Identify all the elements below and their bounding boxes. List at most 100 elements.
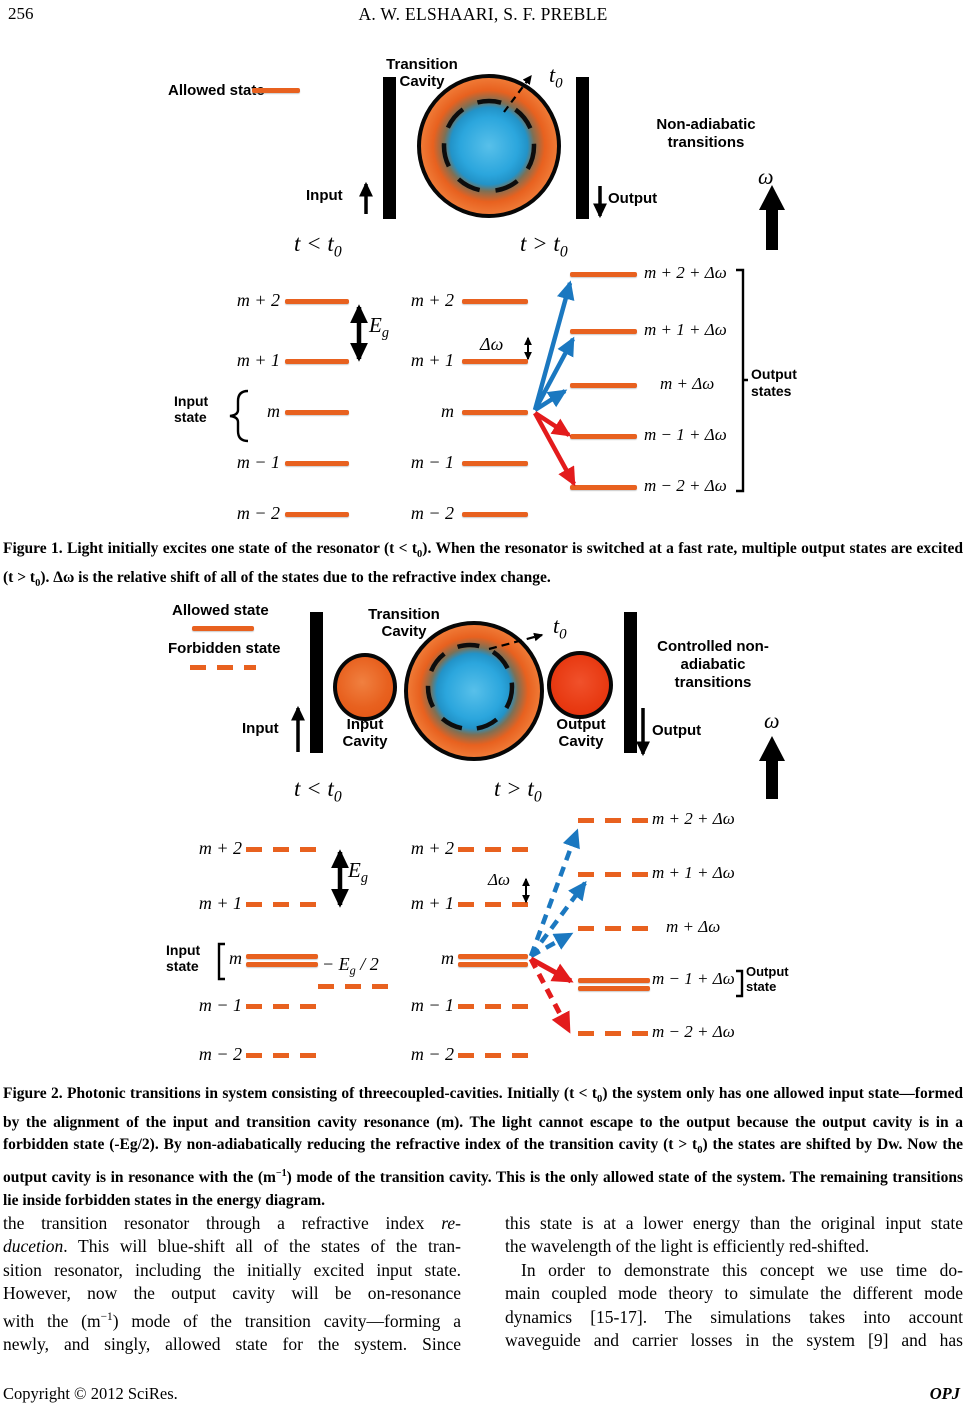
body-line: In order to demonstrate this concept we …: [521, 1259, 963, 1280]
fig2-output-level-label: m + Δω: [666, 917, 721, 936]
fig2-mid-level-label: m − 2: [410, 1044, 454, 1064]
fig1-mid-level-label: m: [441, 401, 454, 421]
fig2-omega-axis-arrow: [759, 736, 785, 799]
fig2-left-level-label: m + 1: [198, 893, 242, 913]
fig2-mid-level-label: m + 2: [410, 838, 454, 858]
fig1-left-level-line: [285, 410, 349, 415]
fig2-left-input-state-line: [246, 962, 318, 967]
body-line: main coupled mode theory to simulate the…: [505, 1283, 963, 1304]
fig2-output-state-bracket: [736, 969, 744, 998]
fig1-output-states-bracket: [736, 268, 748, 493]
fig1-output-waveguide: [576, 77, 589, 219]
fig1-output-level-line: [570, 272, 637, 277]
fig1-input-waveguide: [383, 77, 396, 219]
body-line: sition resonator, including the initiall…: [3, 1259, 461, 1280]
fig1-eg-label: Eg: [369, 313, 389, 342]
fig1-mid-level-line: [462, 512, 528, 517]
fig2-mid-level-label: m − 1: [410, 995, 454, 1015]
body-line: newly, and singly, allowed state for the…: [3, 1333, 461, 1354]
body-line: with the (m−1) mode of the transition ca…: [3, 1310, 461, 1331]
fig1-left-level-label: m + 2: [236, 290, 280, 310]
fig1-mid-level-label: m + 1: [410, 350, 454, 370]
fig1-mid-level-line: [462, 299, 528, 304]
body-line: the wavelength of the light is efficient…: [505, 1236, 870, 1257]
fig1-caption: Figure 1. Light initially excites one st…: [3, 540, 963, 589]
fig1-mid-level-label: m − 2: [410, 503, 454, 523]
fig2-output-state-line: [578, 986, 650, 991]
fig2-mid-input-state-line: [458, 962, 528, 967]
fig1-output-level-line: [570, 485, 637, 490]
fig1-output-label: Output: [608, 190, 658, 207]
fig1-left-level-line: [285, 299, 349, 304]
fig2-output-state-line: [578, 978, 650, 983]
fig1-t-before-label: t < t0: [294, 231, 342, 261]
body-line: this state is at a lower energy than the…: [505, 1213, 963, 1233]
fig2-output-level-line: [578, 872, 648, 877]
fig2-minus-eg-label: − Eg / 2: [322, 954, 379, 978]
fig2-input-waveguide: [310, 612, 323, 753]
fig1-mid-level-line: [462, 410, 528, 415]
fig1-left-level-label: m: [267, 401, 280, 421]
fig2-transition-cavity-label: Transition Cavity: [368, 606, 440, 640]
fig1-left-level-line: [285, 359, 349, 364]
fig1-t0-label: t0: [549, 62, 563, 92]
fig2-omega-label: ω: [764, 708, 780, 733]
body-line: ducetion. This will blue-shift all of th…: [3, 1236, 461, 1257]
fig2-legend-forbidden-line: [190, 665, 256, 670]
fig2-mid-level-line: [458, 847, 528, 852]
fig1-left-level-line: [285, 512, 349, 517]
fig2-delta-omega-label: Δω: [488, 870, 510, 889]
fig2-transition-arrows: [528, 828, 587, 1034]
fig2-output-cavity: [547, 651, 613, 719]
fig2-mid-input-state-line: [458, 954, 528, 959]
fig1-output-level-label: m − 2 + Δω: [644, 476, 727, 495]
fig2-forbidden-output-line: [318, 984, 390, 989]
fig2-left-input-state-line: [246, 954, 318, 959]
fig2-mid-level-line: [458, 1004, 528, 1009]
fig2-output-level-label: m − 1 + Δω: [652, 969, 735, 988]
fig2-t-after-label: t > t0: [494, 776, 542, 806]
footer-copyright: Copyright © 2012 SciRes.: [3, 1384, 178, 1403]
fig1-output-level-label: m + 1 + Δω: [644, 320, 727, 339]
fig1-output-states-label: Output states: [751, 366, 797, 399]
fig1-omega-label: ω: [758, 164, 774, 189]
fig1-omega-axis-arrow: [759, 185, 785, 250]
fig1-legend-allowed-line: [252, 88, 300, 93]
fig2-mid-level-label: m + 1: [410, 893, 454, 913]
fig2-input-state-label: Input state: [166, 942, 201, 974]
fig2-output-state-label: Output state: [746, 964, 789, 994]
fig2-output-level-line: [578, 926, 648, 931]
fig1-input-label: Input: [306, 187, 343, 204]
body-line: dynamics [15-17]. The simulations takes …: [505, 1306, 963, 1327]
page-number: 256: [8, 4, 34, 23]
fig2-output-level-label: m + 1 + Δω: [652, 863, 735, 882]
fig1-output-level-label: m + Δω: [660, 374, 715, 393]
fig1-left-level-label: m − 2: [236, 503, 280, 523]
fig2-left-level-line: [246, 1053, 316, 1058]
body-line: However, now the output cavity will be o…: [3, 1283, 461, 1304]
fig2-eg-label: Eg: [348, 858, 368, 887]
fig1-transition-arrows: [532, 280, 576, 487]
fig1-mid-level-label: m + 2: [410, 290, 454, 310]
fig2-input-cavity-label: Input Cavity: [342, 716, 388, 750]
fig2-left-level-label: m − 1: [198, 995, 242, 1015]
fig1-input-state-label: Input state: [174, 393, 209, 425]
fig2-legend-forbidden-label: Forbidden state: [168, 640, 281, 657]
fig2-input-cavity: [333, 653, 397, 721]
fig2-left-level-label: m: [229, 948, 242, 968]
fig2-mid-level-line: [458, 902, 528, 907]
fig1-mid-level-label: m − 1: [410, 452, 454, 472]
fig2-caption: Figure 2. Photonic transitions in system…: [3, 1085, 963, 1209]
body-line: waveguide and carrier losses in the syst…: [505, 1330, 963, 1351]
fig2-legend-allowed-label: Allowed state: [172, 602, 269, 619]
fig1-output-level-label: m + 2 + Δω: [644, 263, 727, 282]
fig1-output-level-line: [570, 383, 637, 388]
fig1-delta-omega-label: Δω: [480, 334, 504, 354]
fig1-t-after-label: t > t0: [520, 231, 568, 261]
fig2-left-level-line: [246, 847, 316, 852]
body-line: the transition resonator through a refra…: [3, 1213, 461, 1233]
fig2-legend-allowed-line: [192, 626, 254, 631]
fig2-output-waveguide: [624, 612, 637, 753]
fig2-output-level-line: [578, 818, 648, 823]
